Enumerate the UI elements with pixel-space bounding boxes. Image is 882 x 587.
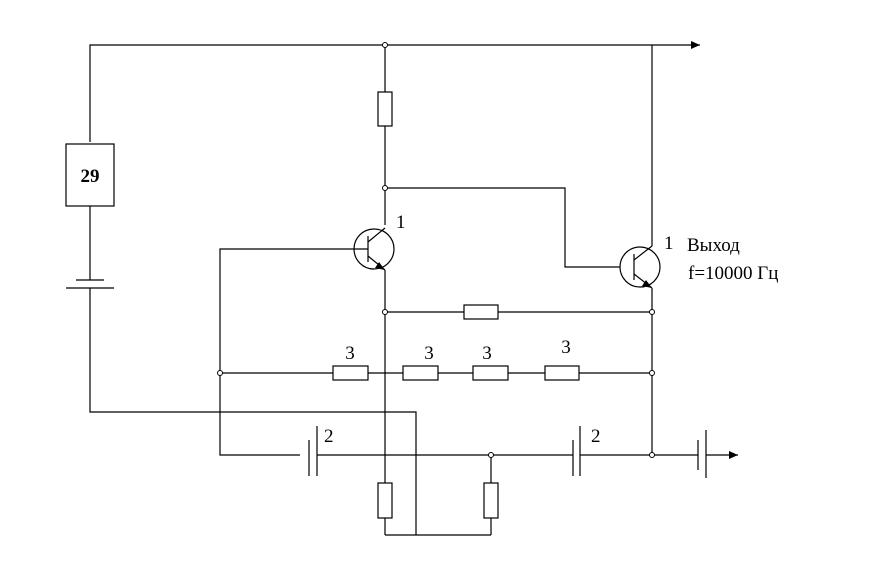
resistor-label-1: 3 [345,343,355,364]
resistor-label-4: 3 [561,337,571,358]
resistor-collector-1 [377,45,620,268]
junction-dots [217,42,655,458]
output-capacitor [697,430,738,478]
resistor-chain: 3 3 3 3 [220,337,652,381]
capacitor-left: 2 [308,426,334,476]
transistor-right: 1 [619,45,674,455]
resistor-label-2: 3 [424,343,434,364]
block-29: 29 [65,143,115,207]
transistor-right-label: 1 [664,233,674,254]
transistor-left-label: 1 [396,212,406,233]
resistor-emitter-link [385,304,652,320]
resistor-bottom-right [483,455,499,535]
capacitor-right: 2 [572,426,601,476]
frequency-label: f=10000 Гц [688,263,778,284]
resistor-bottom-left [377,482,393,519]
supply-rail [89,41,700,142]
capacitor-right-label: 2 [591,426,601,447]
output-label: Выход [687,235,740,256]
battery-left [66,206,417,535]
block-29-label: 29 [81,166,100,187]
resistor-label-3: 3 [482,343,492,364]
capacitor-left-label: 2 [324,426,334,447]
